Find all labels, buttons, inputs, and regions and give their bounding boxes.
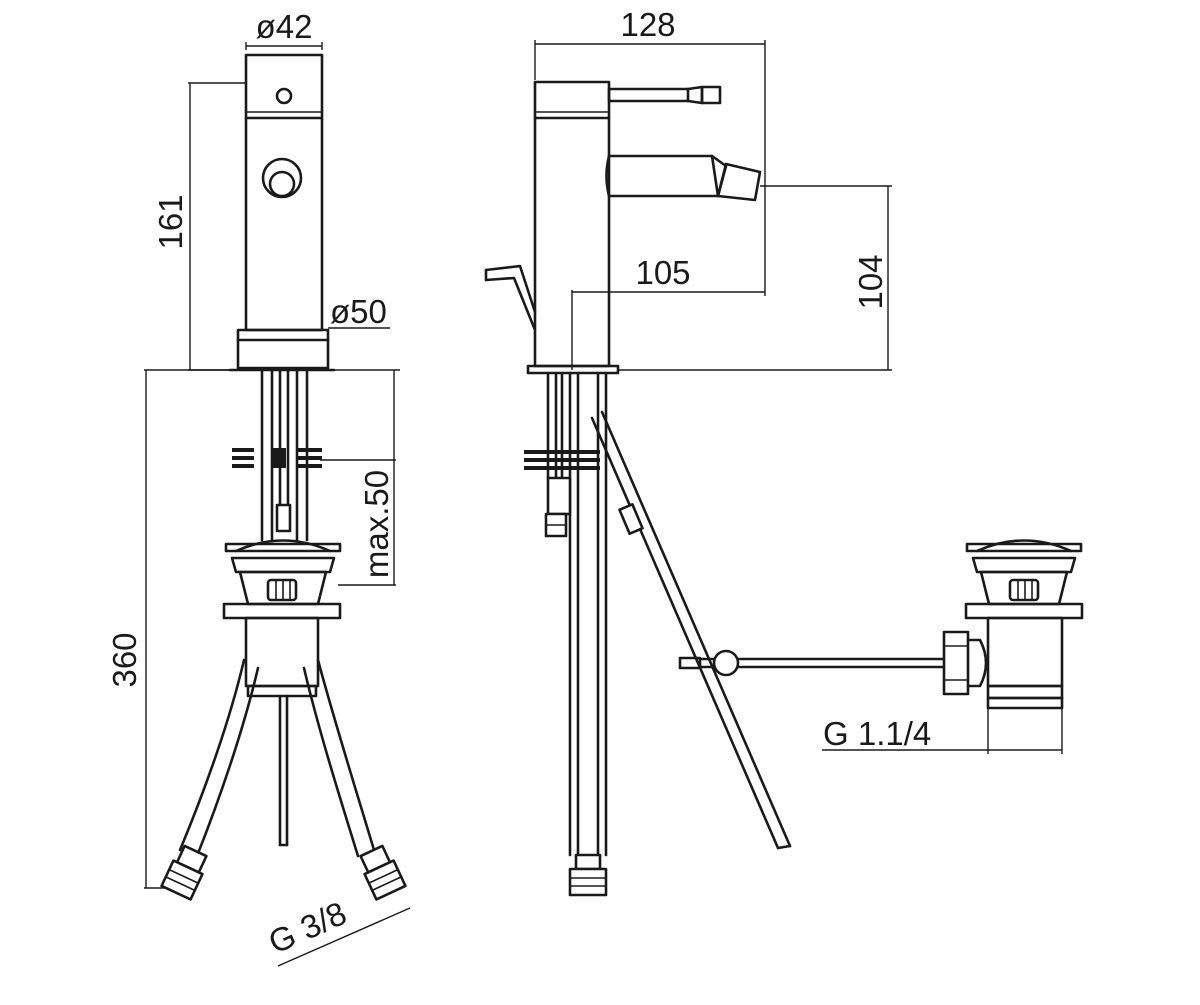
waste-assembly-view: G 1.1/4	[678, 539, 1084, 754]
dim-front-total-length: 360	[106, 632, 143, 687]
front-flexible-hoses	[160, 658, 407, 901]
dim-front-diameter-top: ø42	[256, 8, 313, 45]
side-bidet-spout	[605, 154, 762, 202]
dim-side-width: 128	[620, 6, 675, 43]
front-fixing-rods	[232, 368, 322, 542]
waste-dimension-lines	[822, 708, 1063, 754]
side-lever-handle	[607, 85, 722, 105]
side-fixing-parts	[524, 371, 608, 857]
dim-front-height: 161	[152, 194, 189, 249]
side-flexible-hose	[568, 410, 792, 897]
dim-front-hose-thread: G 3/8	[263, 894, 352, 961]
dim-front-diameter-base: ø50	[330, 293, 387, 330]
side-pop-up-rod	[484, 264, 537, 332]
front-mixer-body	[228, 53, 336, 372]
side-view: 128 105 104	[484, 6, 892, 897]
front-pop-up-waste	[222, 539, 342, 847]
side-mixer-body	[526, 80, 620, 375]
front-dimension-lines	[144, 42, 411, 967]
waste-drain-body	[964, 539, 1084, 710]
dim-side-spout-reach: 105	[635, 254, 690, 291]
waste-link-rod	[678, 630, 988, 696]
dim-front-max-thickness: max.50	[358, 470, 395, 578]
front-view: ø42 161 ø50 360 max.50 G 3/8	[106, 8, 411, 967]
dim-side-spout-height: 104	[852, 254, 889, 309]
side-dimension-lines	[534, 40, 892, 371]
dim-waste-thread: G 1.1/4	[823, 715, 931, 752]
